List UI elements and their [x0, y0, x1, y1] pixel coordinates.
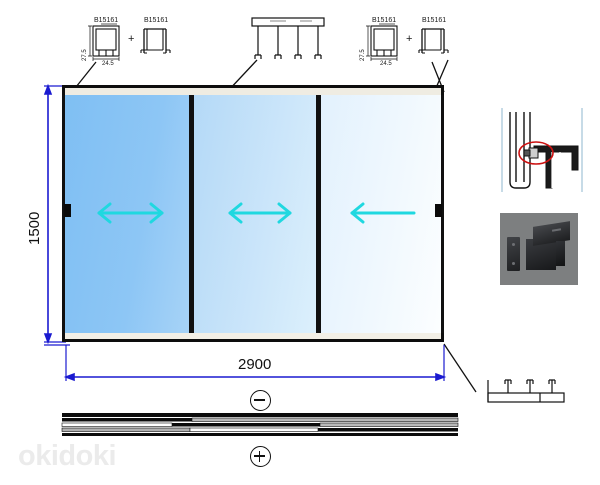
handle-right[interactable] [435, 204, 442, 217]
profile-left-b-label: B15161 [144, 17, 169, 24]
arrow-pane-left [97, 202, 164, 224]
profile-left-b-section [140, 28, 171, 54]
leader-bottom-track [443, 343, 477, 393]
profile-left-a-section [88, 23, 120, 61]
leader-right-channel [435, 59, 449, 89]
plus-sign [250, 446, 271, 467]
profile-right-a-section [366, 23, 398, 61]
profile-left-plus-sign: + [128, 33, 135, 45]
dim-width-label: 2900 [238, 356, 272, 373]
profile-right-a-width: 24.5 [380, 61, 392, 67]
lock-hardware-photo [500, 213, 578, 285]
dim-height-label: 1500 [26, 211, 43, 245]
minus-sign [250, 390, 271, 411]
plan-section-view [61, 413, 459, 436]
dim-width-arrow-right [435, 372, 447, 382]
direction-arrows [97, 202, 416, 224]
arrow-pane-right [350, 202, 416, 224]
top-track-section [251, 17, 325, 59]
bottom-track-section [487, 379, 565, 403]
door-elevation [62, 85, 444, 342]
profile-left-a-height: 27.5 [82, 49, 88, 61]
profile-right-a-label: B15161 [372, 17, 397, 24]
profile-right-b-section [418, 28, 449, 54]
handle-left[interactable] [64, 204, 71, 217]
arrow-pane-middle [228, 202, 292, 224]
interlock-detail-drawing [496, 108, 588, 192]
door-top-rail [65, 88, 441, 95]
dim-height-arrow-top [43, 83, 53, 95]
door-bottom-rail [65, 333, 441, 339]
profile-right-plus-sign: + [406, 33, 413, 45]
highlight-ellipse [518, 141, 554, 165]
dim-width-arrow-left [63, 372, 75, 382]
profile-right-a-height: 27.5 [360, 49, 366, 61]
profile-left-a-width: 24.5 [102, 61, 114, 67]
glass-pane-left[interactable] [62, 95, 192, 333]
okidoki-watermark: okidoki [18, 440, 117, 472]
profile-right-b-label: B15161 [422, 17, 447, 24]
profile-left-a-label: B15161 [94, 17, 119, 24]
dim-height-arrow-bottom [43, 333, 53, 345]
